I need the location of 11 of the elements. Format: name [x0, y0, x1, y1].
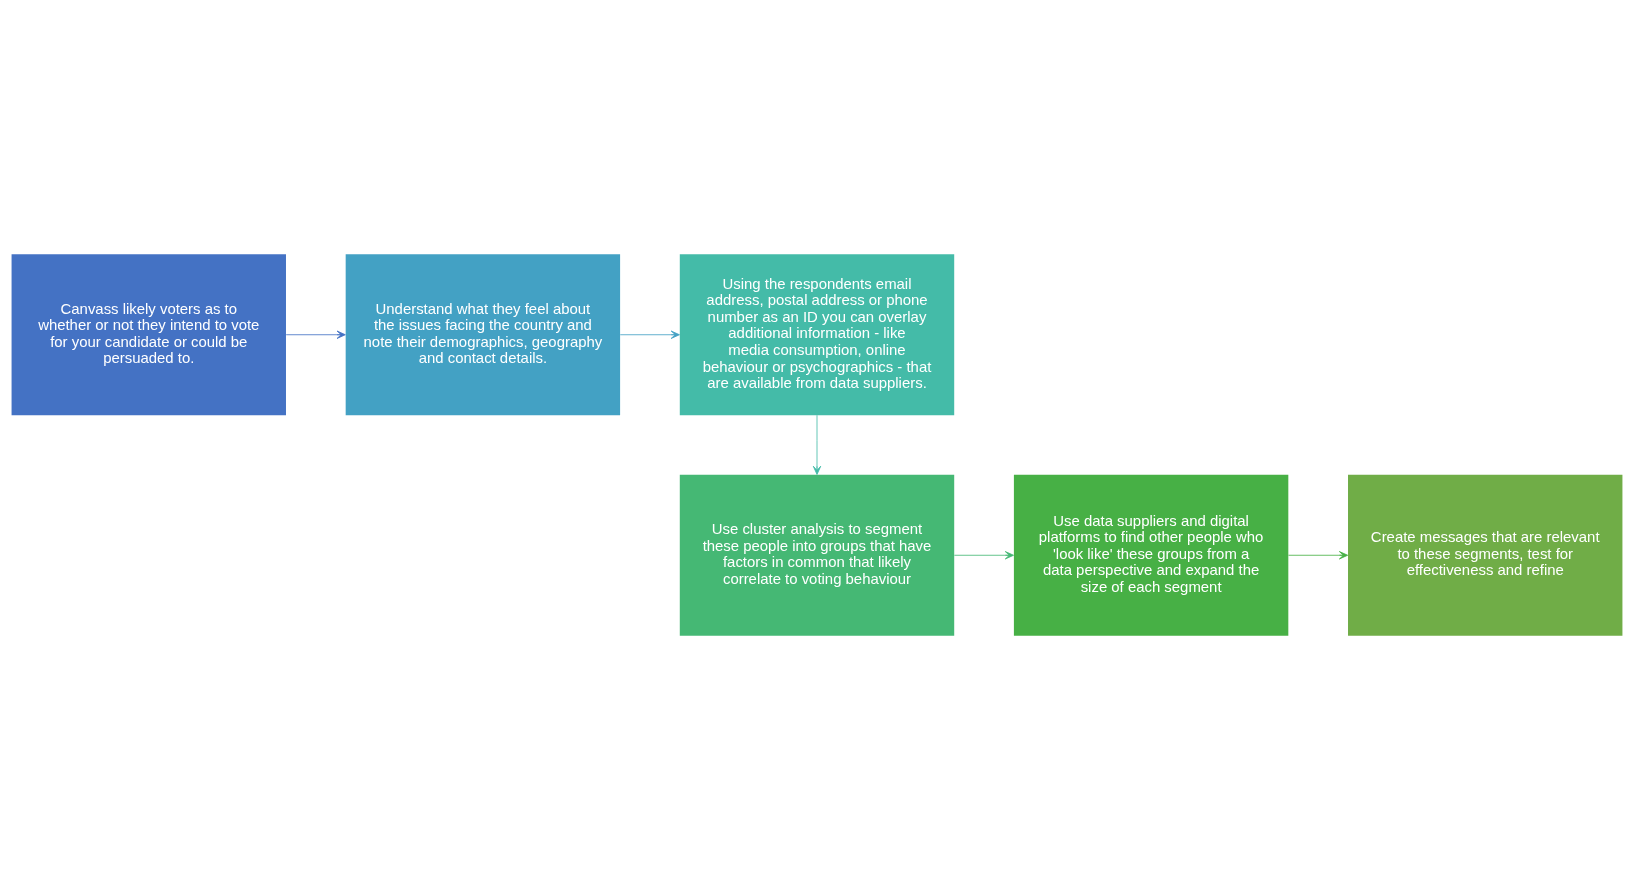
- arrow: [812, 414, 822, 475]
- arrow: [619, 330, 680, 339]
- node-box: Using the respondents email address, postal address or phone number as an ID you can overlay additional information - like media consumption, online behaviour or psychographics - that are available from data suppliers.: [679, 254, 955, 416]
- node-box: Use cluster analysis to segment these people into groups that have factors in common that likely correlate to voting behaviour: [679, 474, 955, 636]
- arrow: [1288, 551, 1349, 560]
- node-box: Understand what they feel about the issues facing the country and note their demographics, geography and contact details.: [345, 254, 621, 416]
- arrow: [953, 551, 1014, 560]
- node-box: Canvass likely voters as to whether or not they intend to vote for your candidate or could be persuaded to.: [11, 254, 286, 416]
- node-box: Create messages that are relevant to these segments, test for effectiveness and refine: [1348, 474, 1623, 636]
- node-box: Use data suppliers and digital platforms to find other people who 'look like' these groups from a data perspective and expand the size of each segment: [1013, 474, 1289, 636]
- arrow: [285, 330, 346, 339]
